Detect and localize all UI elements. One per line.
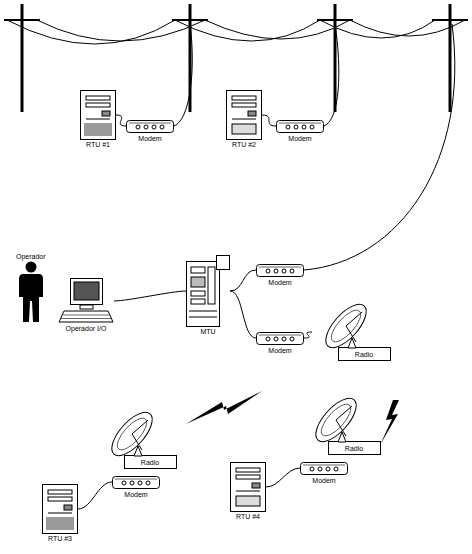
cable (78, 482, 112, 509)
rtu-computer: RTU #1 (80, 90, 116, 149)
mtu-server-icon (186, 255, 230, 327)
radio-dish: Radio (98, 410, 178, 470)
operator-figure: Operador (16, 252, 46, 323)
device-label: RTU #3 (42, 534, 78, 543)
modem-device-icon (256, 330, 304, 346)
cable (114, 291, 186, 301)
operator-workstation-icon (58, 278, 114, 324)
device-label: Modem (256, 278, 304, 287)
utility-poles (4, 4, 468, 112)
modem-device-icon (276, 118, 324, 134)
cable (230, 270, 256, 291)
modem-device: Modem (300, 460, 348, 485)
rtu-computer-icon (80, 90, 116, 140)
device-label: Modem (112, 490, 160, 499)
device-label: RTU #4 (230, 512, 266, 521)
device-label: Radio (330, 444, 378, 453)
radio-link-bolts (186, 391, 399, 445)
device-label: RTU #1 (80, 140, 116, 149)
device-label: RTU #2 (226, 140, 262, 149)
operator-workstation: Operador I/O (58, 278, 114, 333)
device-label: Modem (256, 346, 304, 355)
mtu-server: MTU (186, 255, 230, 336)
radio-dish-icon (302, 396, 382, 456)
modem-device: Modem (126, 118, 174, 143)
cable (262, 115, 276, 126)
rtu-computer: RTU #2 (226, 90, 262, 149)
radio-dish: Radio (302, 396, 382, 456)
radio-dish-icon (312, 302, 392, 362)
modem-device: Modem (256, 262, 304, 287)
device-label: Modem (276, 134, 324, 143)
modem-device-icon (256, 262, 304, 278)
modem-device: Modem (112, 474, 160, 499)
device-label: MTU (186, 327, 230, 336)
cable (304, 332, 312, 338)
operator-figure-icon (17, 261, 45, 323)
device-label: Operador I/O (58, 324, 114, 333)
radio-dish-icon (98, 410, 178, 470)
rtu-computer: RTU #4 (230, 462, 266, 521)
rtu-computer-icon (230, 462, 266, 512)
modem-device: Modem (256, 330, 304, 355)
device-label: Modem (126, 134, 174, 143)
device-label: Radio (340, 350, 388, 359)
rtu-computer-icon (226, 90, 262, 140)
device-label: Radio (126, 458, 174, 467)
radio-dish: Radio (312, 302, 392, 362)
cable (116, 115, 126, 126)
modem-device-icon (112, 474, 160, 490)
power-lines (7, 20, 465, 270)
rtu-computer-icon (42, 484, 78, 534)
modem-device-icon (126, 118, 174, 134)
cable (230, 291, 256, 338)
modem-device-icon (300, 460, 348, 476)
device-label: Modem (300, 476, 348, 485)
modem-device: Modem (276, 118, 324, 143)
device-label: Operador (16, 252, 46, 261)
cable (266, 468, 300, 487)
rtu-computer: RTU #3 (42, 484, 78, 543)
